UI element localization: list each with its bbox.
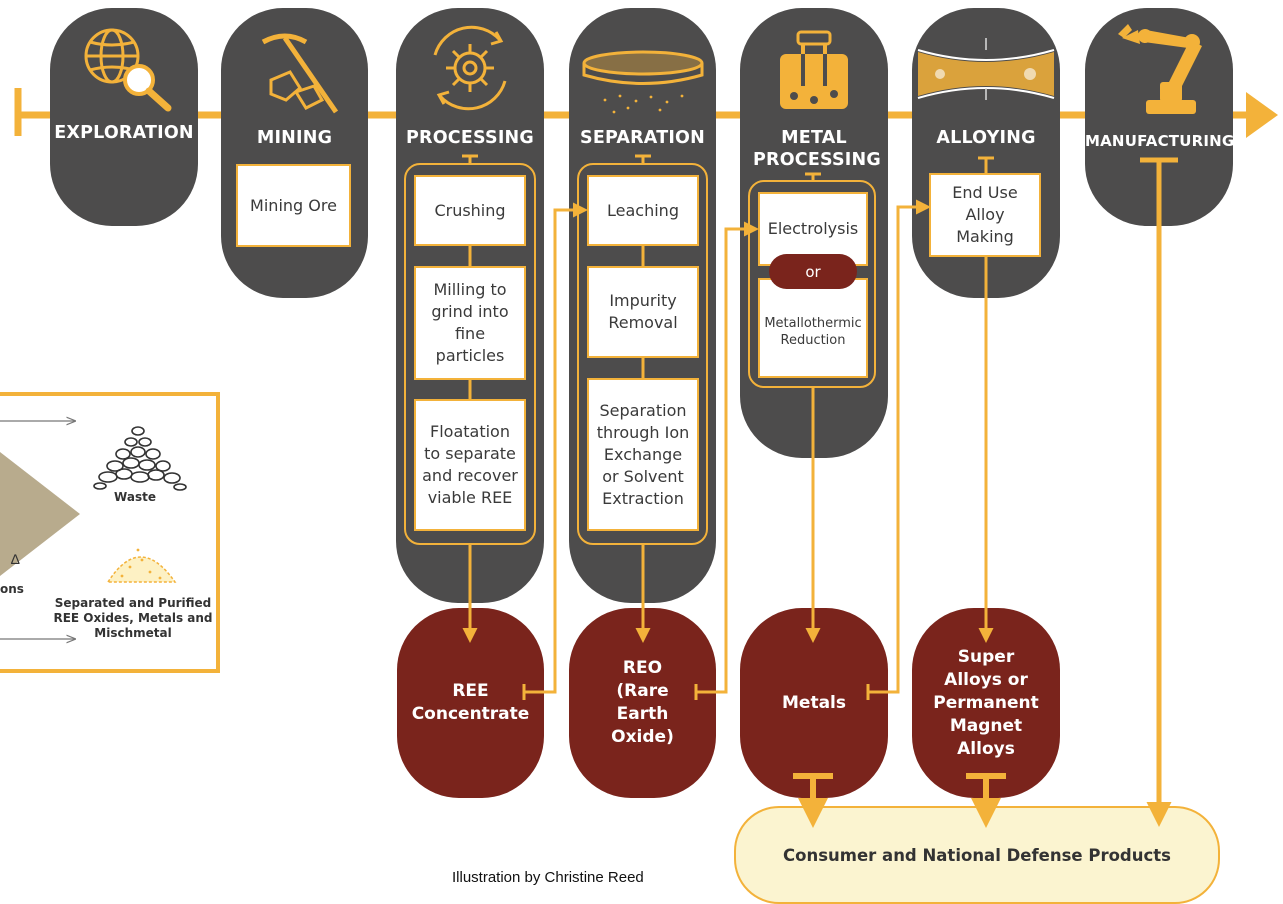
or-connector: or xyxy=(769,254,857,289)
product-reo: REO (Rare Earth Oxide) xyxy=(569,608,716,798)
legend-partial-label: ons xyxy=(0,582,24,596)
legend-graphics: ∆ xyxy=(0,392,187,692)
product-metals: Metals xyxy=(740,608,888,798)
electrolysis-cell-icon xyxy=(780,30,848,109)
stage-label-separation: SEPARATION xyxy=(580,128,705,148)
globe-magnifier-icon xyxy=(84,28,172,112)
step-mining-ore: Mining Ore xyxy=(236,164,351,247)
step-floatation: Floatation to separate and recover viabl… xyxy=(414,399,526,531)
product-super-alloys: Super Alloys or Permanent Magnet Alloys xyxy=(912,608,1060,798)
step-crushing: Crushing xyxy=(414,175,526,246)
stage-label-metal-processing: METAL PROCESSING xyxy=(753,128,881,170)
legend-diamond-shape xyxy=(0,452,80,576)
legend-waste-label: Waste xyxy=(114,490,156,504)
pickaxe-ore-icon xyxy=(261,33,339,114)
step-milling: Milling to grind into fine particles xyxy=(414,266,526,380)
gear-cycle-icon xyxy=(433,25,507,111)
step-electrolysis: Electrolysis xyxy=(758,192,868,266)
main-flow-arrowhead xyxy=(1246,92,1278,138)
stage-label-exploration: EXPLORATION xyxy=(54,123,194,143)
product-ree-concentrate: REE Concentrate xyxy=(397,608,544,798)
consumer-defense-products: Consumer and National Defense Products xyxy=(734,806,1220,904)
legend-purified-label: Separated and Purified REE Oxides, Metal… xyxy=(53,596,213,640)
illustration-credit: Illustration by Christine Reed xyxy=(452,869,644,886)
step-ion-exchange: Separation through Ion Exchange or Solve… xyxy=(587,378,699,531)
sieve-dish-icon xyxy=(582,50,704,114)
stage-label-alloying: ALLOYING xyxy=(936,128,1036,148)
stage-label-manufacturing: MANUFACTURING xyxy=(1085,132,1235,150)
step-leaching: Leaching xyxy=(587,175,699,246)
mining-stage xyxy=(221,8,368,298)
stage-label-mining: MINING xyxy=(256,128,333,148)
step-metallothermic-reduction: Metallothermic Reduction xyxy=(758,278,868,378)
waste-pile-icon xyxy=(93,426,187,491)
step-alloy-making: End Use Alloy Making xyxy=(929,173,1041,257)
stage-label-processing: PROCESSING xyxy=(406,128,534,148)
purified-sand-pile-icon xyxy=(106,548,177,583)
pressed-alloy-icon xyxy=(917,38,1055,100)
legend-partial-symbol: ∆ xyxy=(11,551,20,567)
robot-arm-icon xyxy=(1118,24,1202,114)
step-impurity-removal: Impurity Removal xyxy=(587,266,699,358)
